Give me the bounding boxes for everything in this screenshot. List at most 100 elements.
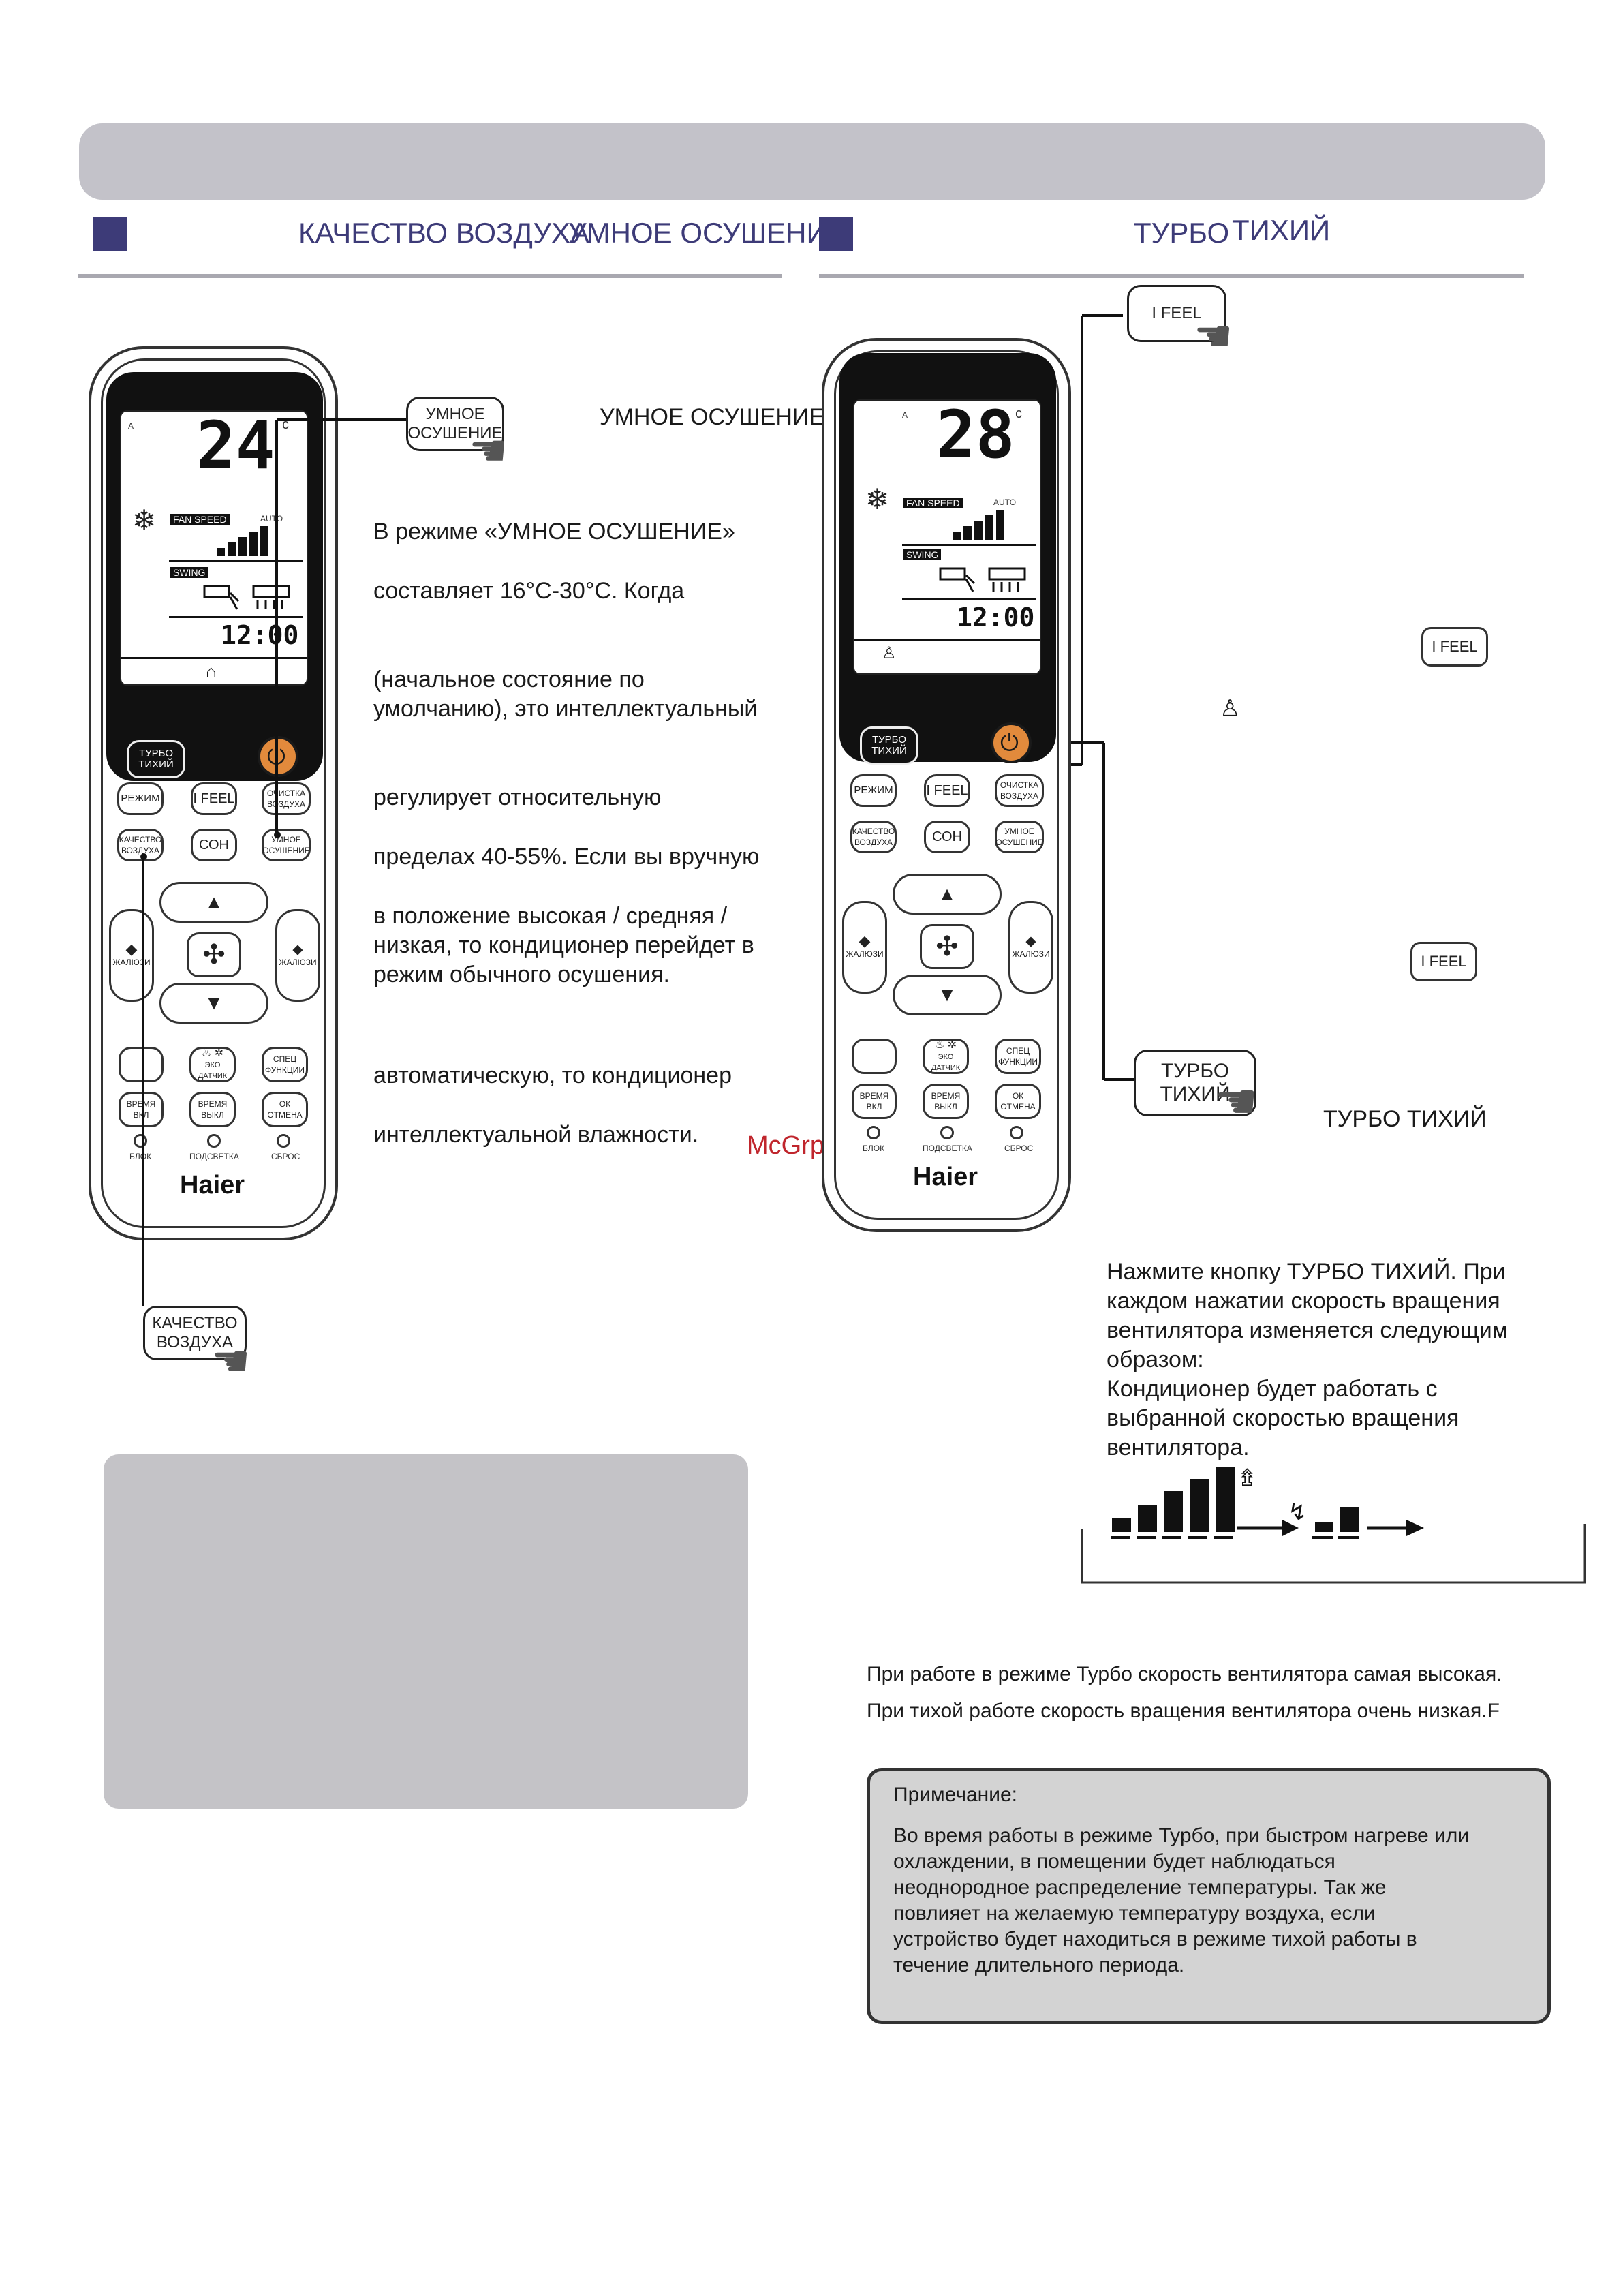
lcd-divider [169,560,303,562]
fan-speed-label: FAN SPEED [170,514,230,525]
swing-icon [939,567,1026,592]
light-button[interactable] [207,1134,221,1148]
swing-label: SWING [903,549,942,560]
header-banner [79,123,1545,200]
callout-smart-dry-label-1: УМНОЕ [425,405,485,423]
louver-right-label: ЖАЛЮЗИ [279,957,317,967]
brand-logo: Haier [913,1163,978,1191]
mode-letter: A [902,410,908,420]
section-title-smart-dry: УМНОЕ ОСУШЕНИЕ [568,217,846,249]
blank-button[interactable] [119,1047,164,1082]
air-quality-label-2: ВОЗДУХА [854,838,893,847]
fan-button[interactable]: ✣ [920,924,974,969]
eco-sensor-button[interactable]: ♨ ✲ЭКО ДАТЧИК [189,1047,236,1082]
cancel-label: ОТМЕНА [267,1110,303,1120]
lock-button[interactable] [134,1134,147,1148]
fan-button[interactable]: ✣ [187,932,241,977]
light-label: ПОДСВЕТКА [923,1144,972,1153]
paragraph-line: составляет 16°С-30°С. Когда [373,578,685,604]
paragraph-line: автоматическую, то кондиционер [373,1062,732,1088]
air-quality-label-1: КАЧЕСТВО [852,827,895,836]
callout-turbo-label-2: ТИХИЙ [1160,1083,1231,1105]
quiet-label: ТИХИЙ [871,745,907,756]
section-title-air-quality: КАЧЕСТВО ВОЗДУХА [298,217,590,249]
reset-button[interactable] [1010,1126,1023,1139]
timer-off-label-2: ВЫКЛ [201,1110,224,1120]
fan-speed-label: FAN SPEED [903,498,963,508]
lcd-divider-3 [854,639,1040,641]
quiet-label: ТИХИЙ [138,759,174,770]
clock-readout: 12:00 [221,620,299,650]
swing-icon [203,585,290,610]
temp-up-button[interactable]: ▲ [159,882,268,923]
power-button[interactable]: ⏻ [991,722,1032,763]
note-line-quiet: При тихой работе скорость вращения венти… [867,1700,1500,1722]
paragraph-line: интеллектуальной влажности. [373,1122,699,1148]
louver-left-icon: ◆ [859,932,871,949]
section-marker-right [819,217,853,251]
snowflake-icon: ❄ [865,483,890,515]
note-body-line: течение длительного периода. [893,1954,1185,1976]
reset-label: СБРОС [271,1152,300,1161]
louver-right-button[interactable]: ⬥ЖАЛЮЗИ [1008,901,1053,994]
louver-right-label: ЖАЛЮЗИ [1012,949,1050,959]
light-button[interactable] [940,1126,954,1139]
note-body-line: повлияет на желаемую температуру воздуха… [893,1902,1376,1925]
air-clean-label-2: ВОЗДУХА [1000,791,1039,801]
mode-button[interactable]: РЕЖИМ [850,774,897,807]
remote-control-right: A 28 c ❄ FAN SPEED AUTO SWING 12:00 ♙ [822,338,1071,1232]
air-clean-label-1: ОЧИСТКА [1000,780,1039,790]
air-quality-label-1: КАЧЕСТВО [119,835,162,844]
power-icon: ⏻ [1000,730,1019,756]
air-quality-button[interactable]: КАЧЕСТВО ВОЗДУХА [850,821,897,853]
louver-left-button[interactable]: ◆ЖАЛЮЗИ [842,901,887,994]
arrow-down-icon: ▼ [938,984,957,1005]
sleep-button[interactable]: СОН [924,821,970,853]
callout-ifeel-button: I FEEL [1127,285,1226,342]
display-bezel: A 28 c ❄ FAN SPEED AUTO SWING 12:00 ♙ [839,353,1056,765]
blank-button[interactable] [852,1039,897,1074]
timer-off-label-2: ВЫКЛ [934,1102,957,1112]
special-label-2: ФУНКЦИИ [998,1057,1038,1067]
turbo-paragraph-line: Нажмите кнопку ТУРБО ТИХИЙ. При [1107,1259,1506,1285]
temp-down-button[interactable]: ▼ [893,975,1002,1015]
auto-label: AUTO [993,498,1017,507]
lock-label: БЛОК [863,1144,885,1153]
eco-icon: ♨ ✲ [201,1047,224,1059]
temp-up-button[interactable]: ▲ [893,874,1002,915]
clock-readout: 12:00 [957,602,1035,632]
temp-down-button[interactable]: ▼ [159,983,268,1024]
sleep-button[interactable]: СОН [191,829,237,861]
arrow-up-icon: ▲ [938,883,957,904]
ifeel-button[interactable]: I FEEL [191,782,237,815]
lcd-divider-3 [121,657,307,659]
eco-sensor-button[interactable]: ♨ ✲ЭКО ДАТЧИК [923,1039,969,1074]
ifeel-button[interactable]: I FEEL [924,774,970,807]
turbo-paragraph-line: вентилятора изменяется следующим [1107,1317,1509,1343]
callout-dot-smart-dry [274,831,281,838]
paragraph-line: пределах 40-55%. Если вы вручную [373,844,760,870]
reset-button[interactable] [277,1134,290,1148]
louver-left-button[interactable]: ◆ЖАЛЮЗИ [109,909,154,1002]
mode-button[interactable]: РЕЖИМ [117,782,164,815]
timer-on-label-2: ВКЛ [133,1110,149,1120]
callout-turbo-label-1: ТУРБО [1160,1060,1230,1082]
svg-text:⇯: ⇯ [1237,1467,1257,1492]
louver-right-button[interactable]: ⬥ЖАЛЮЗИ [275,909,320,1002]
lock-button[interactable] [867,1126,880,1139]
